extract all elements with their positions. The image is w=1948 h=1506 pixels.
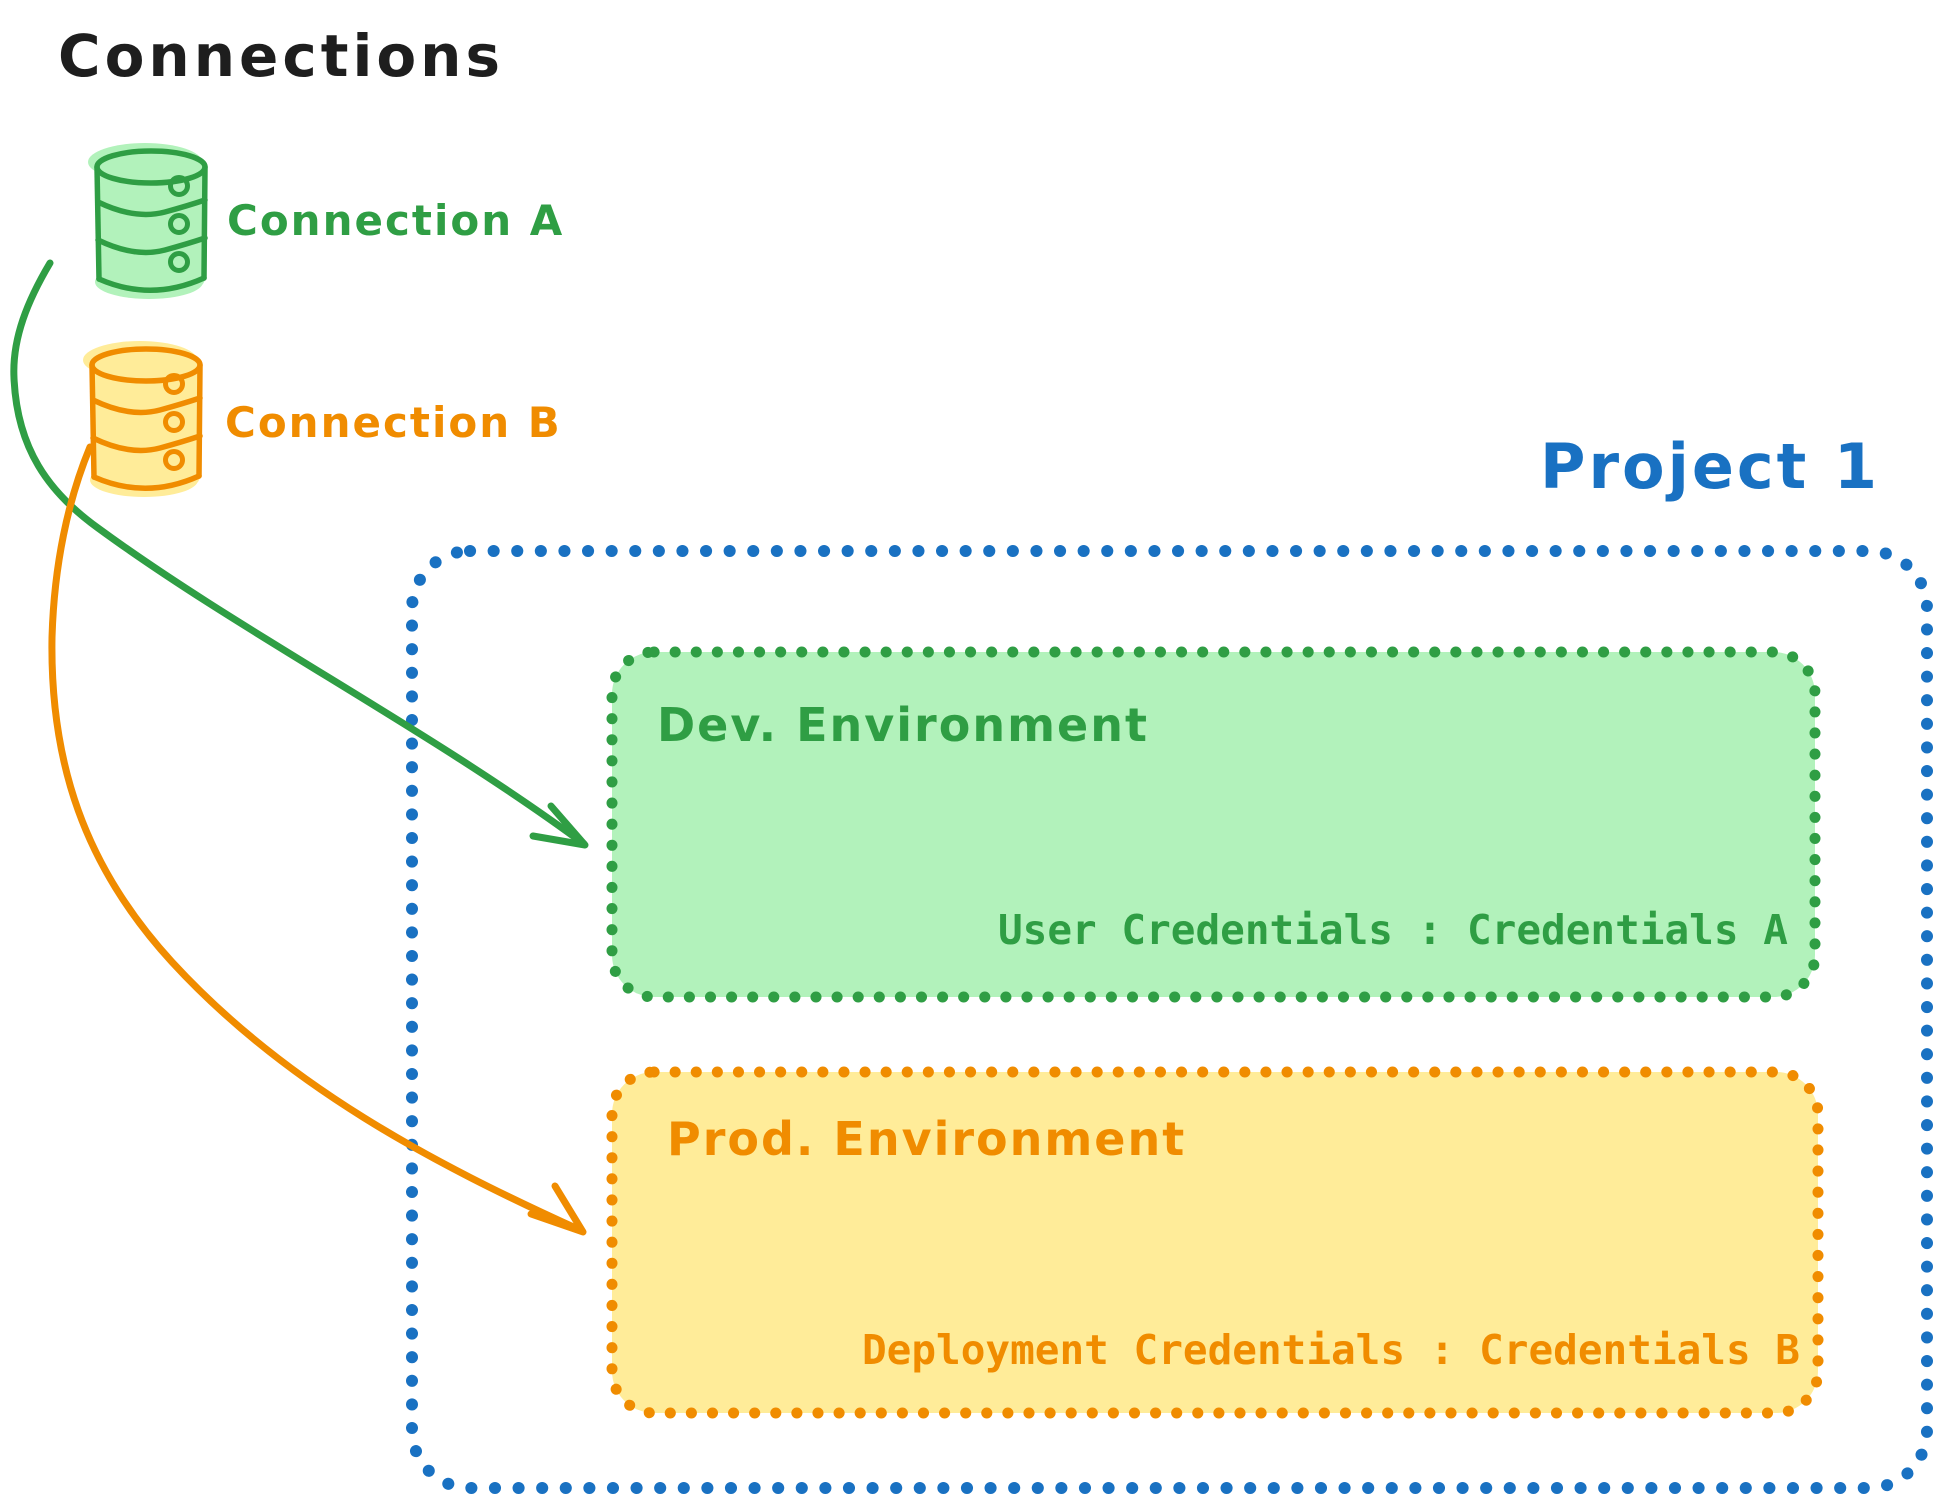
database-icon bbox=[88, 143, 208, 299]
dev-environment-title: Dev. Environment bbox=[657, 698, 1149, 752]
connection-a-label: Connection A bbox=[227, 196, 565, 245]
dev-environment-box-fill bbox=[612, 652, 1815, 997]
database-icon bbox=[83, 341, 203, 497]
prod-environment-credentials: Deployment Credentials : Credentials B bbox=[862, 1326, 1800, 1374]
project-title: Project 1 bbox=[1540, 430, 1881, 503]
connection-b-label: Connection B bbox=[225, 398, 562, 447]
prod-environment-title: Prod. Environment bbox=[667, 1112, 1187, 1166]
prod-environment-box-fill bbox=[612, 1072, 1818, 1413]
connection-a-arrow bbox=[10, 259, 589, 849]
dev-environment-box bbox=[606, 646, 1821, 1003]
dev-environment-credentials: User Credentials : Credentials A bbox=[998, 906, 1788, 954]
prod-environment-box bbox=[606, 1066, 1824, 1419]
connection-b-arrow bbox=[48, 443, 587, 1236]
connections-title: Connections bbox=[58, 22, 504, 90]
